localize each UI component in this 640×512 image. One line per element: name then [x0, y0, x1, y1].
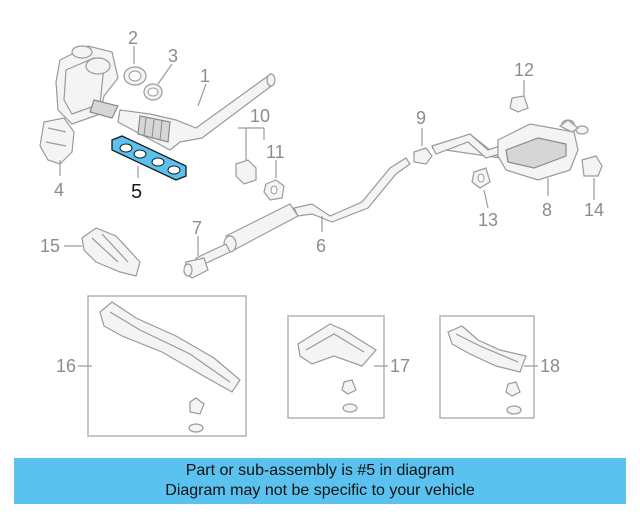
callout-5: 5	[131, 181, 142, 203]
clamp-part-7	[183, 257, 209, 279]
leader-lines	[59, 46, 595, 367]
heat-shield-part-4	[39, 117, 75, 165]
bracket-part-12	[509, 95, 529, 113]
hanger-part-10	[235, 159, 257, 185]
exhaust-gasket-part-5	[111, 135, 187, 181]
catalytic-converter	[55, 45, 119, 125]
callout-10: 10	[250, 106, 270, 126]
callout-3: 3	[168, 46, 178, 66]
callout-8: 8	[542, 200, 552, 220]
callout-9: 9	[416, 108, 426, 128]
exhaust-system-diagram: 1 2 3 4 5 6 7 8 9 10 11 12 13 14 15 16 1…	[39, 28, 604, 437]
callout-11: 11	[266, 142, 285, 162]
callout-12: 12	[514, 60, 534, 80]
insulator-part-14	[581, 155, 603, 177]
gasket-part-3	[143, 83, 163, 101]
callout-1: 1	[200, 66, 210, 86]
callout-6: 6	[316, 236, 326, 256]
intermediate-pipe-part-6	[195, 157, 411, 267]
muffler-part-8	[431, 119, 589, 181]
callout-14: 14	[584, 200, 604, 220]
info-banner: Part or sub-assembly is #5 in diagram Di…	[14, 458, 626, 504]
insulator-part-9	[413, 147, 433, 165]
hanger-part-13	[471, 167, 491, 189]
heat-shield-part-15	[81, 227, 141, 277]
heat-shield-box-17	[287, 315, 385, 419]
callout-17: 17	[390, 356, 410, 376]
heat-shield-box-18	[439, 315, 535, 419]
clamp-part-2	[123, 66, 147, 86]
banner-line-1: Part or sub-assembly is #5 in diagram	[185, 462, 455, 479]
callout-7: 7	[192, 218, 202, 238]
hanger-part-11	[263, 179, 285, 201]
callout-18: 18	[540, 356, 560, 376]
callout-4: 4	[54, 180, 64, 200]
callout-15: 15	[40, 236, 60, 256]
callout-13: 13	[478, 210, 498, 230]
callout-2: 2	[128, 28, 138, 48]
banner-line-2: Diagram may not be specific to your vehi…	[165, 482, 475, 499]
front-pipe-part-1	[117, 73, 276, 151]
callout-16: 16	[56, 356, 76, 376]
heat-shield-box-16	[87, 295, 247, 437]
